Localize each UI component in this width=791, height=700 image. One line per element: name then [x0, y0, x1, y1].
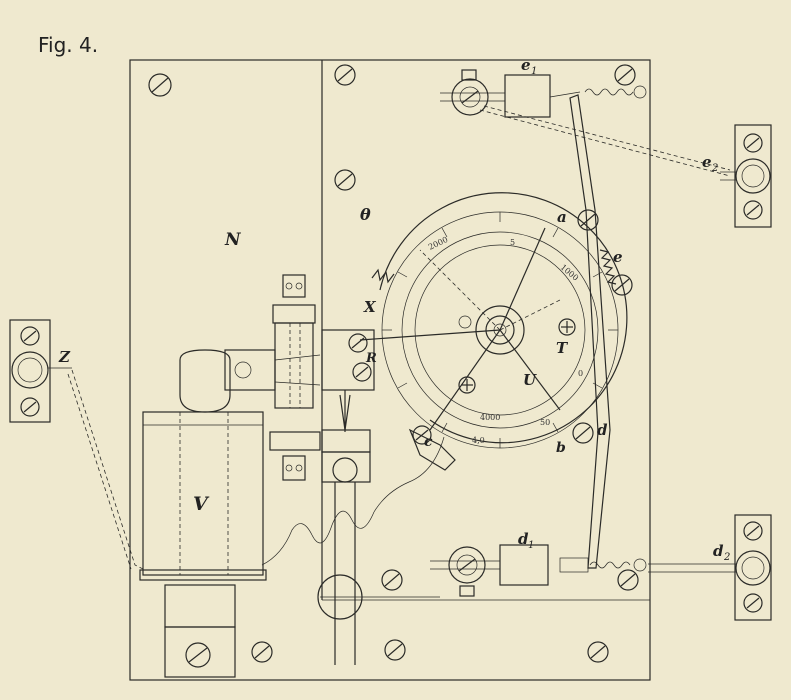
scale-mark: 50 — [540, 418, 550, 427]
scale-mark: 4,0 — [472, 436, 485, 445]
connector-d1 — [430, 544, 647, 597]
scale-mark: 4000 — [480, 413, 500, 422]
screw — [334, 169, 356, 191]
screw — [572, 422, 594, 444]
screw — [148, 73, 172, 97]
label-d2: d 2 — [713, 542, 730, 563]
mounting-screws — [148, 64, 639, 668]
svg-text:2: 2 — [711, 163, 718, 174]
screw — [352, 362, 372, 382]
label-d: d — [597, 421, 608, 439]
svg-text:1: 1 — [528, 540, 534, 551]
label-a: a — [557, 208, 567, 226]
dial-disk — [371, 192, 628, 449]
label-v: V — [193, 493, 210, 515]
terminal-d2 — [648, 514, 772, 621]
screw — [458, 315, 472, 329]
svg-text:1: 1 — [531, 66, 537, 77]
label-e1: e 1 — [521, 56, 537, 77]
screw — [334, 64, 356, 86]
label-t: T — [556, 339, 569, 357]
label-r: R — [365, 351, 377, 366]
spoke-arms — [359, 227, 561, 431]
label-n: N — [224, 230, 242, 250]
scale-mark: 1000 — [559, 263, 580, 283]
screw — [558, 318, 576, 336]
label-z: Z — [58, 348, 71, 366]
scale-mark: 2000 — [427, 235, 449, 252]
dial-hub — [475, 305, 525, 355]
screw — [251, 641, 273, 663]
scale-mark: 5 — [510, 238, 515, 247]
screw — [617, 569, 639, 591]
armature-column — [269, 274, 375, 481]
clip-c — [408, 428, 456, 471]
screw — [381, 569, 403, 591]
svg-text:d: d — [518, 530, 529, 548]
dial-ticks — [382, 212, 618, 448]
screw — [185, 642, 211, 668]
screw — [348, 333, 368, 353]
screw — [458, 376, 476, 394]
lower-rod — [317, 429, 440, 665]
label-d1: d 1 — [518, 530, 534, 551]
label-b: b — [556, 440, 566, 456]
label-e2: e 2 — [702, 153, 718, 174]
label-c: c — [424, 434, 433, 450]
coil-v — [139, 349, 321, 678]
wires — [67, 105, 731, 571]
screw — [587, 641, 609, 663]
scale-mark: 0 — [578, 369, 583, 378]
label-theta: θ — [360, 205, 371, 224]
svg-text:2: 2 — [723, 552, 730, 563]
disk-screws — [348, 209, 599, 445]
label-e: e — [613, 248, 623, 266]
screw — [577, 209, 599, 231]
screw — [384, 639, 406, 661]
screw — [412, 425, 432, 445]
svg-text:d: d — [713, 542, 724, 560]
label-x: X — [363, 298, 377, 316]
label-u: U — [523, 371, 537, 389]
figure-title: Fig. 4. — [38, 33, 98, 57]
screw — [614, 64, 636, 86]
svg-text:e: e — [521, 56, 531, 74]
terminal-e2 — [720, 124, 772, 228]
base-board — [129, 59, 651, 681]
svg-text:e: e — [702, 153, 712, 171]
terminal-z — [9, 319, 72, 423]
lever-arm — [569, 94, 611, 569]
flex-wire — [261, 436, 445, 566]
